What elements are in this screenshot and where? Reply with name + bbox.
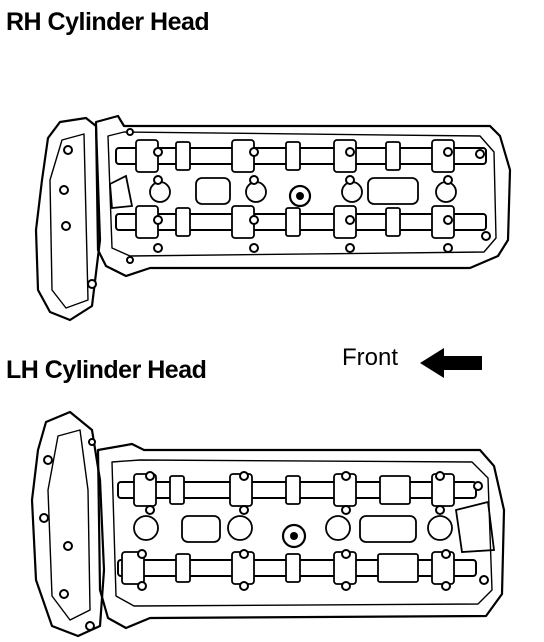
arrow-left-icon [420, 348, 482, 378]
rh-intake-camshaft [115, 147, 487, 165]
rh-cylinder-head-title: RH Cylinder Head [6, 8, 210, 36]
rh-cylinder-head-drawing [34, 114, 512, 322]
rh-exhaust-camshaft [115, 213, 487, 231]
front-label: Front [342, 344, 399, 371]
lh-cylinder-head-title: LH Cylinder Head [6, 356, 207, 384]
rh-head-outline [94, 114, 512, 278]
lh-end-plate [30, 410, 106, 638]
lh-head-outline [96, 442, 506, 630]
rh-end-plate [34, 116, 102, 322]
lh-cylinder-head-drawing [30, 410, 506, 638]
